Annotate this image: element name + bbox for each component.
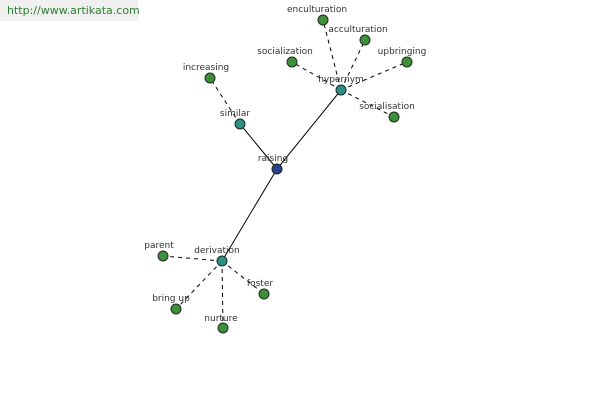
edge-raising-hypernym bbox=[276, 89, 342, 170]
edge-derivation-nurture bbox=[221, 260, 224, 329]
node-bring_up[interactable] bbox=[170, 303, 182, 315]
edge-similar-increasing bbox=[209, 77, 241, 125]
edge-derivation-bring_up bbox=[175, 260, 223, 310]
node-label-upbringing[interactable]: upbringing bbox=[378, 47, 427, 57]
node-acculturation[interactable] bbox=[359, 34, 371, 46]
node-label-derivation[interactable]: derivation bbox=[194, 246, 240, 256]
node-derivation[interactable] bbox=[216, 255, 228, 267]
node-label-acculturation[interactable]: acculturation bbox=[328, 25, 387, 35]
node-label-similar[interactable]: similar bbox=[220, 109, 250, 119]
node-label-bring_up[interactable]: bring up bbox=[152, 294, 190, 304]
node-label-parent[interactable]: parent bbox=[144, 241, 174, 251]
edge-derivation-foster bbox=[221, 260, 265, 295]
edge-raising-similar bbox=[239, 123, 278, 170]
edge-hypernym-socialisation bbox=[340, 89, 395, 118]
node-label-nurture[interactable]: nurture bbox=[204, 314, 238, 324]
node-nurture[interactable] bbox=[217, 322, 229, 334]
node-label-hypernym[interactable]: hypernym bbox=[318, 75, 364, 85]
node-similar[interactable] bbox=[234, 118, 246, 130]
node-label-socialisation[interactable]: socialisation bbox=[359, 102, 415, 112]
node-label-socialization[interactable]: socialization bbox=[257, 47, 313, 57]
graph-edges bbox=[162, 19, 408, 329]
node-upbringing[interactable] bbox=[401, 56, 413, 68]
node-enculturation[interactable] bbox=[317, 14, 329, 26]
edge-hypernym-acculturation bbox=[340, 39, 366, 91]
node-socialisation[interactable] bbox=[388, 111, 400, 123]
node-increasing[interactable] bbox=[204, 72, 216, 84]
edge-derivation-parent bbox=[162, 255, 223, 262]
node-hypernym[interactable] bbox=[335, 84, 347, 96]
graph-nodes bbox=[157, 14, 413, 334]
node-raising[interactable] bbox=[271, 163, 283, 175]
edge-hypernym-socialization bbox=[291, 61, 342, 91]
edge-hypernym-upbringing bbox=[340, 61, 408, 91]
node-label-increasing[interactable]: increasing bbox=[183, 63, 229, 73]
graph-labels: raising hypernym similar derivation encultur… bbox=[144, 5, 426, 324]
node-foster[interactable] bbox=[258, 288, 270, 300]
node-socialization[interactable] bbox=[286, 56, 298, 68]
node-label-enculturation[interactable]: enculturation bbox=[287, 5, 347, 15]
node-label-foster[interactable]: foster bbox=[247, 279, 273, 289]
node-parent[interactable] bbox=[157, 250, 169, 262]
edge-raising-derivation bbox=[221, 168, 278, 262]
node-label-raising[interactable]: raising bbox=[258, 154, 288, 164]
site-url[interactable]: http://www.artikata.com bbox=[0, 0, 140, 21]
